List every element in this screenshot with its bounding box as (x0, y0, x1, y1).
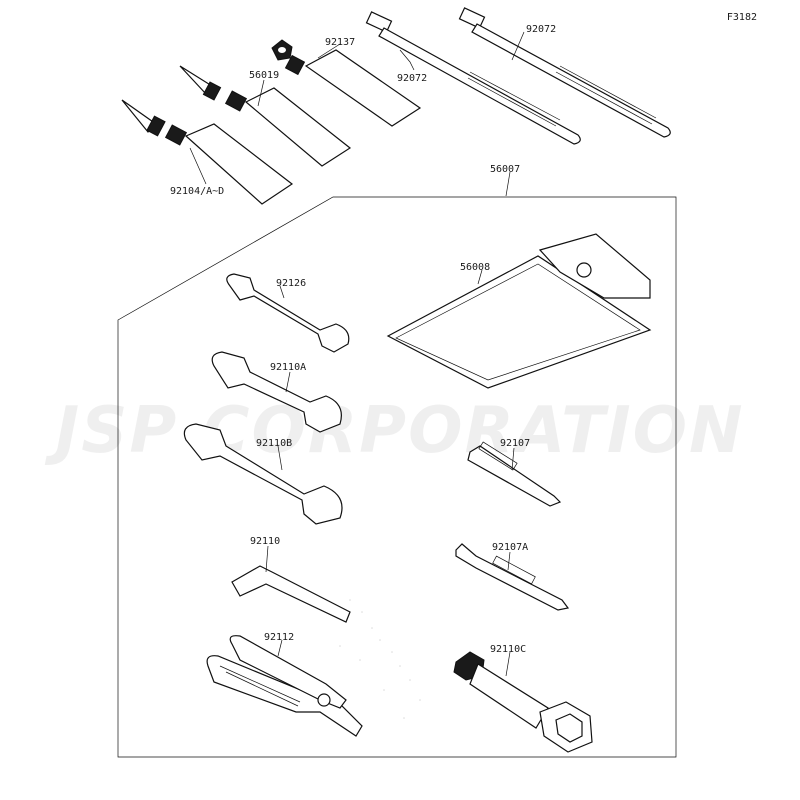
hex-key-92110 (231, 565, 351, 623)
leader-56008 (477, 269, 483, 285)
leader-92126 (279, 285, 285, 299)
label-92110: 92110 (250, 536, 280, 547)
leader-92110 (265, 545, 269, 573)
label-92072-left: 92072 (397, 73, 427, 84)
tube-92104 (121, 99, 294, 205)
label-92072-right: 92072 (526, 24, 556, 35)
leader-92107A (507, 551, 511, 571)
leader-92112 (277, 639, 283, 657)
pliers-92112 (206, 635, 363, 737)
scan-noise (339, 599, 421, 719)
label-92107: 92107 (500, 438, 530, 449)
figure-code: F3182 (727, 12, 757, 23)
label-92110A: 92110A (270, 362, 306, 373)
label-92110B: 92110B (256, 438, 292, 449)
watermark-text: JSP CORPORATION (44, 394, 744, 468)
cable-tie-92072-left (365, 11, 581, 145)
label-92126: 92126 (276, 278, 306, 289)
tube-56019 (179, 65, 352, 167)
label-56007: 56007 (490, 164, 520, 175)
label-92107A: 92107A (492, 542, 528, 553)
wrench-92126 (226, 273, 350, 353)
tube-92137 (271, 39, 422, 127)
leader-92110B (277, 445, 283, 471)
wrench-92110A (211, 351, 342, 433)
leader-lines-top (189, 31, 525, 185)
wrench-92110B (183, 423, 343, 525)
leader-92107 (511, 447, 515, 471)
toolkit-outline (117, 196, 677, 758)
leader-92110A (285, 371, 291, 393)
screwdriver-92107A (455, 543, 570, 611)
box-wrench-92110C (453, 651, 593, 753)
cable-tie-92072-right (458, 7, 671, 138)
label-56019: 56019 (249, 70, 279, 81)
label-92110C: 92110C (490, 644, 526, 655)
leader-92110C (505, 651, 511, 677)
label-92137: 92137 (325, 37, 355, 48)
label-92112: 92112 (264, 632, 294, 643)
screwdriver-bit-92107 (467, 441, 562, 507)
leader-56007 (505, 171, 511, 197)
label-56008: 56008 (460, 262, 490, 273)
tool-pouch-56008 (386, 233, 652, 389)
label-92104: 92104/A~D (170, 186, 224, 197)
